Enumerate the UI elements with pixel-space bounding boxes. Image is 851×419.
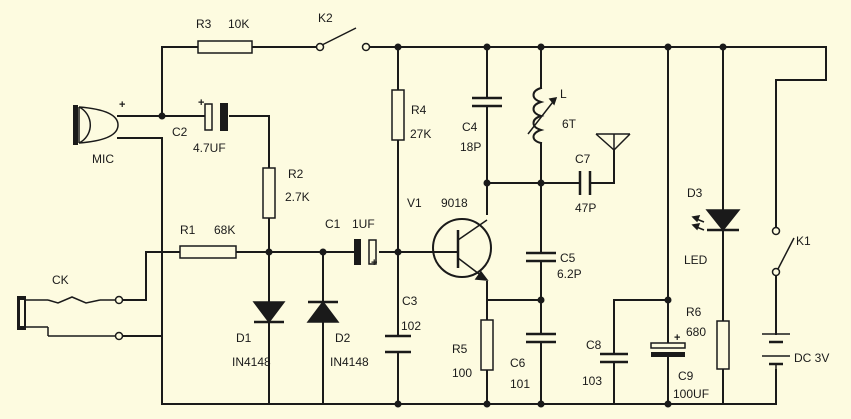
capacitor-c1: + C1 1UF — [325, 217, 377, 269]
c6-value: 101 — [510, 377, 530, 391]
r6-label: R6 — [686, 305, 702, 319]
v1-value: 9018 — [441, 196, 468, 210]
l-value: 6T — [562, 117, 577, 131]
d1-label: D1 — [236, 331, 252, 345]
c5-value: 6.2P — [557, 267, 582, 281]
c3-value: 102 — [401, 319, 421, 333]
battery-dc: DC 3V — [762, 333, 829, 370]
r3-label: R3 — [196, 17, 212, 31]
switch-k1: K1 — [771, 226, 811, 277]
r3-value: 10K — [228, 17, 249, 31]
capacitor-c8: C8 103 — [582, 338, 628, 388]
battery-label: DC 3V — [794, 351, 829, 365]
switch-k2: K2 — [315, 11, 371, 52]
resistor-r5: R5 100 — [452, 319, 494, 380]
capacitor-c3: C3 102 — [385, 294, 421, 354]
c6-label: C6 — [510, 356, 526, 370]
c8-label: C8 — [586, 338, 602, 352]
d2-label: D2 — [335, 331, 351, 345]
r4-label: R4 — [411, 103, 427, 117]
r2-label: R2 — [288, 167, 304, 181]
c1-plus: + — [371, 257, 377, 269]
antenna-icon — [595, 133, 631, 152]
c1-label: C1 — [325, 217, 341, 231]
v1-label: V1 — [407, 196, 422, 210]
resistor-r3: R3 10K — [196, 17, 253, 54]
resistor-r6: R6 680 — [686, 305, 730, 370]
light-emission-icon — [691, 215, 705, 231]
c9-value: 100UF — [673, 387, 709, 401]
c8-value: 103 — [582, 374, 602, 388]
r1-label: R1 — [180, 223, 196, 237]
mic-plus: + — [119, 99, 125, 111]
d1-value: IN4148 — [232, 355, 271, 369]
connector-ck: CK — [17, 273, 124, 341]
r4-value: 27K — [410, 127, 431, 141]
capacitor-c6: C6 101 — [510, 332, 556, 391]
c4-value: 18P — [460, 140, 481, 154]
k2-label: K2 — [318, 11, 333, 25]
d3-label: D3 — [687, 186, 703, 200]
capacitor-c9: + C9 100UF — [650, 332, 709, 401]
transistor-v1: V1 9018 — [407, 196, 492, 281]
c5-label: C5 — [560, 251, 576, 265]
capacitor-c2: + C2 4.7UF — [172, 97, 228, 155]
c7-value: 47P — [575, 201, 596, 215]
mic-label: MIC — [92, 152, 114, 166]
c1-value: 1UF — [352, 217, 375, 231]
r2-value: 2.7K — [285, 190, 310, 204]
capacitor-c5: C5 6.2P — [526, 251, 582, 281]
d2-value: IN4148 — [330, 355, 369, 369]
resistor-r2: R2 2.7K — [262, 167, 310, 219]
junctions — [158, 43, 727, 408]
r5-label: R5 — [452, 342, 468, 356]
c9-label: C9 — [678, 369, 694, 383]
l-label: L — [560, 87, 567, 101]
k1-label: K1 — [796, 234, 811, 248]
capacitor-c7: C7 47P — [575, 152, 596, 215]
capacitor-c4: C4 18P — [460, 96, 502, 154]
c2-value: 4.7UF — [193, 141, 226, 155]
led-d3: D3 LED — [684, 186, 741, 267]
c2-label: C2 — [172, 125, 188, 139]
c7-label: C7 — [575, 152, 591, 166]
diode-d1: D1 IN4148 — [232, 301, 286, 369]
d3-value: LED — [684, 253, 708, 267]
r5-value: 100 — [452, 366, 472, 380]
resistor-r1: R1 68K — [179, 223, 237, 259]
c3-label: C3 — [402, 294, 418, 308]
diode-d2: D2 IN4148 — [306, 300, 369, 369]
r6-value: 680 — [686, 325, 706, 339]
ck-label: CK — [52, 273, 69, 287]
wires — [117, 46, 827, 405]
microphone-mic: + MIC — [73, 99, 125, 166]
r1-value: 68K — [214, 223, 235, 237]
c9-plus: + — [674, 332, 680, 344]
resistor-r4: R4 27K — [391, 89, 431, 141]
inductor-l: L 6T — [527, 86, 577, 145]
c2-plus: + — [198, 97, 204, 109]
c4-label: C4 — [462, 120, 478, 134]
